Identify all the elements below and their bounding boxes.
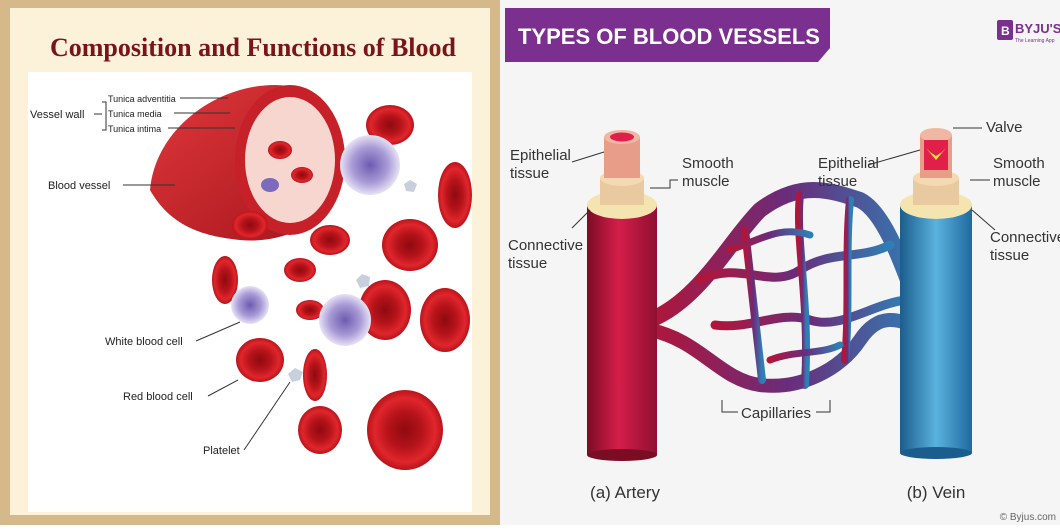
label-tunica-adventitia: Tunica adventitia [108,94,176,104]
left-title: Composition and Functions of Blood [50,33,457,62]
label-artery: (a) Artery [590,483,660,502]
label-vein: (b) Vein [907,483,966,502]
red-blood-cell [420,288,470,352]
copyright: © Byjus.com [1000,512,1056,523]
right-title: TYPES OF BLOOD VESSELS [518,24,820,49]
white-blood-cell [340,135,400,195]
red-blood-cell [367,390,443,470]
byjus-logo: B BYJU'S The Learning App [997,20,1060,44]
blood-vessel-types-diagram: TYPES OF BLOOD VESSELS B BYJU'S The Lear… [500,0,1060,525]
label-red-blood-cell: Red blood cell [123,391,193,403]
label-vein-valve: Valve [986,119,1022,136]
red-blood-cell [298,406,342,454]
red-blood-cell [236,338,284,382]
red-blood-cell [284,258,316,282]
label-vessel-wall: Vessel wall [30,109,84,121]
white-blood-cell [319,294,371,346]
capillary-network [650,190,925,386]
vein [900,128,972,459]
label-white-blood-cell: White blood cell [105,336,183,348]
blood-composition-diagram: Composition and Functions of Blood [0,0,500,525]
brand-tagline: The Learning App [1015,38,1055,44]
red-blood-cell [382,219,438,271]
blood-vessel-types-panel: TYPES OF BLOOD VESSELS B BYJU'S The Lear… [500,0,1060,525]
label-blood-vessel: Blood vessel [48,180,110,192]
white-blood-cell [231,286,269,324]
vein-lumen [924,140,948,170]
label-platelet: Platelet [203,445,240,457]
vein-epithelial-layer [920,128,952,142]
red-blood-cell [232,211,268,239]
label-tunica-media: Tunica media [108,109,162,119]
red-blood-cell [438,162,472,228]
label-tunica-intima: Tunica intima [108,124,161,134]
red-blood-cell [310,225,350,255]
blood-composition-panel: Composition and Functions of Blood [0,0,500,525]
red-blood-cell [303,349,327,401]
label-capillaries: Capillaries [741,405,811,422]
svg-text:B: B [1001,24,1010,38]
artery [587,130,657,461]
brand-name: BYJU'S [1015,21,1060,36]
artery-lumen [610,133,634,142]
